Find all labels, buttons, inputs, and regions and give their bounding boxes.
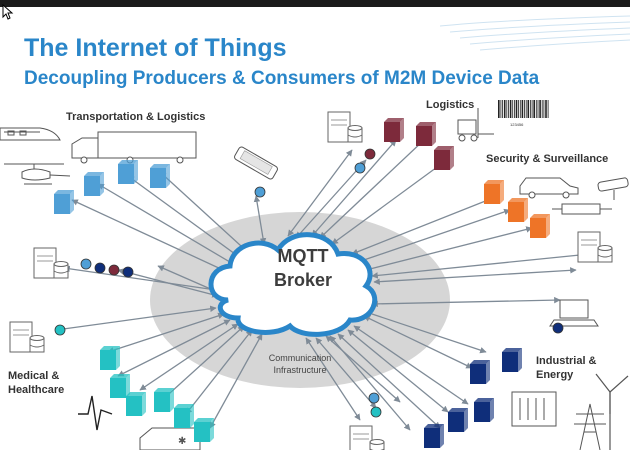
train-icon (0, 127, 61, 141)
device-cube-icon (384, 118, 404, 142)
factory-icon (511, 391, 557, 427)
connection-arrow (371, 296, 561, 308)
page-subtitle: Decoupling Producers & Consumers of M2M … (24, 68, 540, 89)
status-dot (254, 186, 266, 198)
barcode-number: 123456 (510, 122, 524, 127)
helicopter-icon (4, 163, 71, 185)
medical-line-2: Healthcare (8, 384, 65, 396)
status-dot (368, 392, 380, 404)
device-cube-icon (530, 214, 550, 238)
device-cube-icon (502, 348, 522, 372)
status-dot (54, 324, 66, 336)
mqtt-broker-cloud (208, 232, 378, 337)
connection-arrow (373, 267, 577, 285)
database-icon (29, 335, 45, 353)
forklift-icon (457, 108, 494, 142)
status-dot (94, 262, 106, 274)
status-dot (108, 264, 120, 276)
wind-turbine-icon (595, 373, 629, 450)
device-cube-icon (474, 398, 494, 422)
ambulance-icon: ✱ (139, 427, 201, 450)
phone-icon (234, 146, 278, 180)
broker-line-2: Broker (273, 270, 333, 290)
device-cube-icon (434, 146, 454, 170)
device-cube-icon (84, 172, 104, 196)
device-cube-icon (118, 160, 138, 184)
device-cube-icon (416, 122, 436, 146)
server-icon (327, 111, 351, 143)
device-cube-icon (470, 360, 490, 384)
laptop-icon (549, 299, 599, 327)
cursor-icon (2, 4, 14, 20)
security-surveillance-label: Security & Surveillance (486, 153, 609, 165)
server-icon (33, 247, 57, 279)
device-cube-icon (154, 388, 174, 412)
industrial-line-2: Energy (536, 369, 574, 381)
logistics-label: Logistics (426, 99, 475, 111)
industrial-line-1: Industrial & (536, 355, 597, 367)
database-icon (53, 261, 69, 279)
device-cube-icon (54, 190, 74, 214)
database-icon (369, 439, 385, 450)
device-cube-icon (100, 346, 120, 370)
device-cube-icon (424, 424, 444, 448)
medical-line-1: Medical & (8, 370, 60, 382)
status-dot (364, 148, 376, 160)
heartbeat-icon (78, 395, 113, 431)
status-dot (370, 406, 382, 418)
mqtt-broker-label: MQTT Broker (248, 244, 358, 292)
database-icon (597, 245, 613, 263)
server-icon (9, 321, 33, 353)
infra-line-2: Infrastructure (273, 365, 327, 375)
database-icon (347, 125, 363, 143)
status-dot (80, 258, 92, 270)
infra-line-1: Communication (268, 353, 332, 363)
device-cube-icon (150, 164, 170, 188)
device-cube-icon (448, 408, 468, 432)
sensor-device-icon (552, 203, 612, 215)
connection-arrow (253, 195, 267, 245)
decorative-lines (440, 15, 630, 51)
server-icon (349, 425, 373, 450)
medical-healthcare-label: Medical & Healthcare (8, 369, 64, 397)
window-top-bar (0, 0, 630, 7)
status-dot (354, 162, 366, 174)
device-cube-icon (110, 374, 130, 398)
security-camera-icon (597, 177, 629, 200)
car-icon (519, 177, 579, 199)
infrastructure-label: Communication Infrastructure (240, 352, 360, 376)
power-tower-icon (574, 403, 606, 450)
svg-text:✱: ✱ (178, 436, 186, 447)
transportation-logistics-label: Transportation & Logistics (66, 111, 206, 123)
device-cube-icon (174, 404, 194, 428)
barcode-icon (498, 100, 549, 118)
connection-arrow (325, 335, 401, 403)
page-title: The Internet of Things (24, 34, 287, 62)
truck-icon (71, 131, 197, 164)
device-cube-icon (194, 418, 214, 442)
broker-line-1: MQTT (277, 246, 329, 266)
device-cube-icon (126, 392, 146, 416)
connection-arrow (159, 171, 253, 257)
server-icon (577, 231, 601, 263)
status-dot (122, 266, 134, 278)
device-cube-icon (484, 180, 504, 204)
device-cube-icon (508, 198, 528, 222)
industrial-energy-label: Industrial & Energy (536, 354, 597, 382)
connection-arrow (209, 333, 263, 429)
status-dot (552, 322, 564, 334)
connection-arrows (55, 139, 591, 431)
